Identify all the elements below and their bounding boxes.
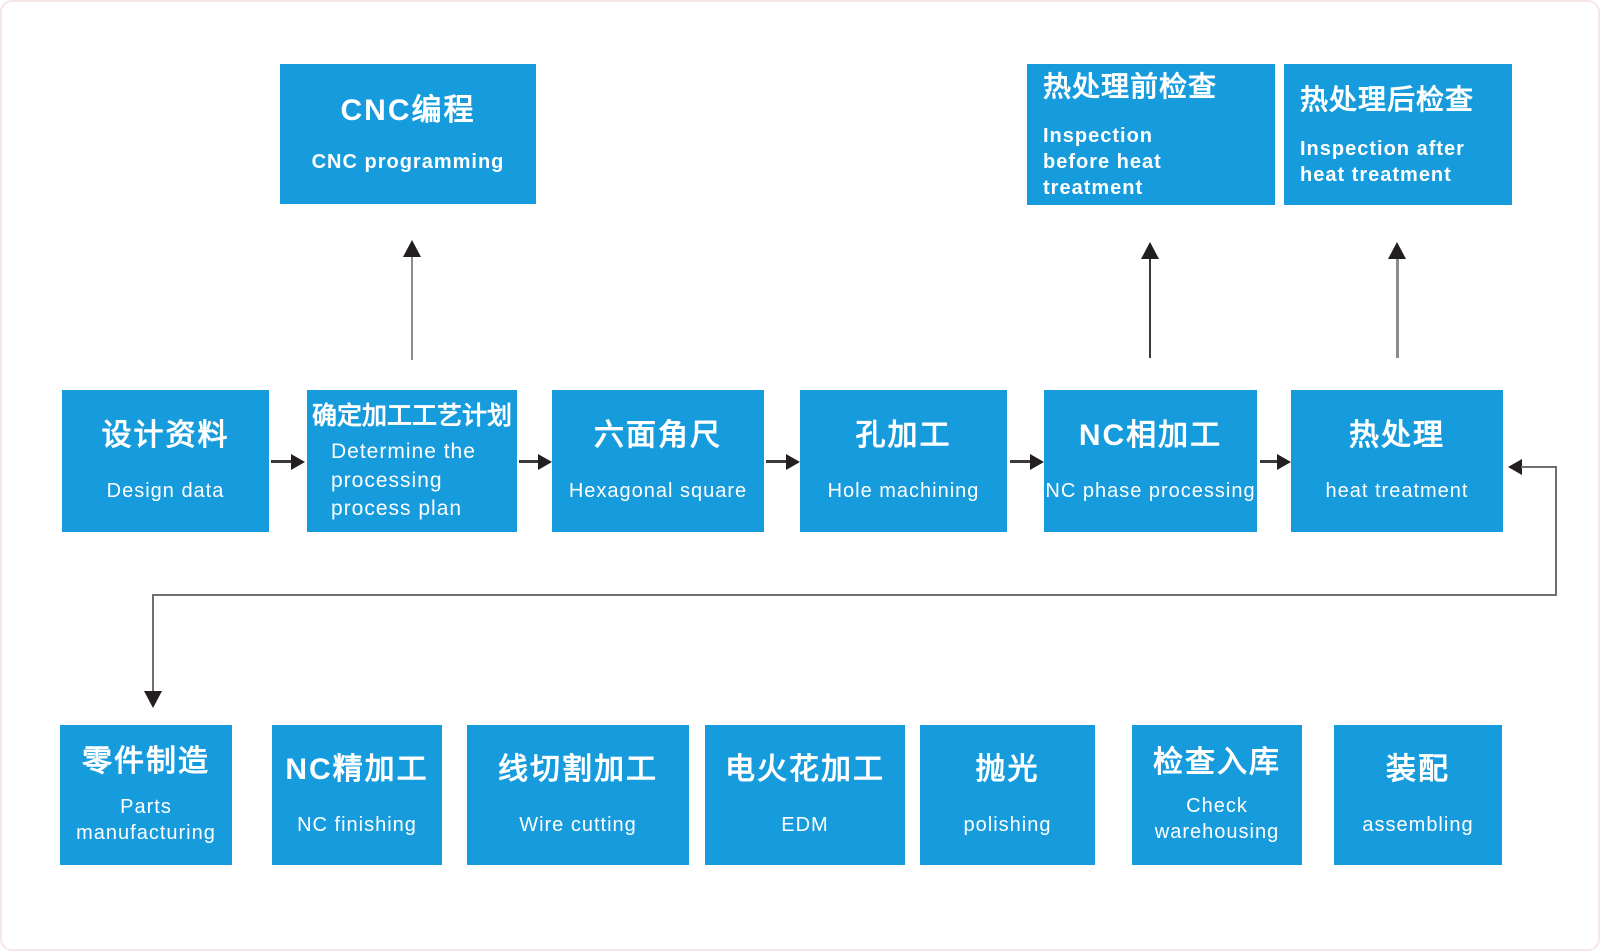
- arrow-up-icon: [1388, 242, 1406, 259]
- node-title-zh: CNC编程: [340, 93, 476, 127]
- node-subtitle-en: Inspection after heat treatment: [1300, 137, 1465, 186]
- node-title-zh: 热处理后检查: [1300, 84, 1475, 116]
- node-title-zh: NC相加工: [1078, 418, 1223, 452]
- node-subtitle-en: Design data: [106, 479, 225, 502]
- node-assembling: 装配 assembling: [1334, 725, 1502, 865]
- node-polishing: 抛光 polishing: [920, 725, 1095, 865]
- node-subtitle-en: EDM: [781, 813, 829, 836]
- node-subtitle-en: CNC programming: [311, 150, 505, 173]
- node-hexagonal-square: 六面角尺 Hexagonal square: [552, 390, 764, 532]
- node-subtitle-en: Check warehousing: [1154, 794, 1280, 843]
- node-title-zh: 孔加工: [855, 418, 952, 452]
- node-subtitle-en: Inspection before heat treatment: [1043, 124, 1162, 199]
- node-design-data: 设计资料 Design data: [62, 390, 269, 532]
- arrow-right-icon: [1030, 454, 1044, 470]
- arrow-right-icon: [786, 454, 800, 470]
- node-title-zh: 抛光: [975, 752, 1040, 786]
- arrow-up-icon: [403, 240, 421, 257]
- node-inspection-before: 热处理前检查 Inspection before heat treatment: [1027, 64, 1275, 205]
- arrow-right-icon: [538, 454, 552, 470]
- arrow-left-icon: [1508, 459, 1522, 475]
- node-title-zh: 电火花加工: [725, 752, 885, 786]
- arrow-right-icon: [291, 454, 305, 470]
- node-subtitle-en: assembling: [1362, 813, 1474, 836]
- node-nc-finishing: NC精加工 NC finishing: [272, 725, 442, 865]
- node-subtitle-en: Determine the processing process plan: [331, 440, 476, 520]
- node-subtitle-en: polishing: [963, 813, 1052, 836]
- node-title-zh: 热处理前检查: [1043, 71, 1218, 103]
- node-subtitle-en: heat treatment: [1325, 479, 1469, 502]
- node-title-zh: 检查入库: [1153, 745, 1281, 779]
- node-title-zh: 六面角尺: [594, 418, 722, 452]
- node-wire-cutting: 线切割加工 Wire cutting: [467, 725, 689, 865]
- node-title-zh: 热处理: [1349, 418, 1445, 452]
- node-determine-plan: 确定加工工艺计划 Determine the processing proces…: [307, 390, 517, 532]
- node-title-zh: NC精加工: [285, 752, 429, 786]
- arrow-up-icon: [1141, 242, 1159, 259]
- node-edm: 电火花加工 EDM: [705, 725, 905, 865]
- arrow-down-icon: [144, 691, 162, 708]
- node-check-warehousing: 检查入库 Check warehousing: [1132, 725, 1302, 865]
- node-cnc-programming: CNC编程 CNC programming: [280, 64, 536, 204]
- node-subtitle-en: Parts manufacturing: [76, 795, 216, 844]
- node-subtitle-en: Hexagonal square: [568, 479, 748, 502]
- node-title-zh: 线切割加工: [498, 752, 658, 786]
- node-title-zh: 设计资料: [101, 418, 230, 452]
- node-title-zh: 确定加工工艺计划: [311, 401, 512, 430]
- node-title-zh: 装配: [1386, 752, 1450, 786]
- node-subtitle-en: Wire cutting: [519, 813, 637, 836]
- node-subtitle-en: NC phase processing: [1045, 479, 1256, 502]
- node-parts-manufacturing: 零件制造 Parts manufacturing: [60, 725, 232, 865]
- node-subtitle-en: Hole machining: [827, 479, 980, 502]
- node-hole-machining: 孔加工 Hole machining: [800, 390, 1007, 532]
- node-inspection-after: 热处理后检查 Inspection after heat treatment: [1284, 64, 1512, 205]
- node-title-zh: 零件制造: [82, 744, 210, 778]
- node-nc-phase-processing: NC相加工 NC phase processing: [1044, 390, 1257, 532]
- node-heat-treatment: 热处理 heat treatment: [1291, 390, 1503, 532]
- node-subtitle-en: NC finishing: [297, 813, 417, 836]
- arrow-right-icon: [1277, 454, 1291, 470]
